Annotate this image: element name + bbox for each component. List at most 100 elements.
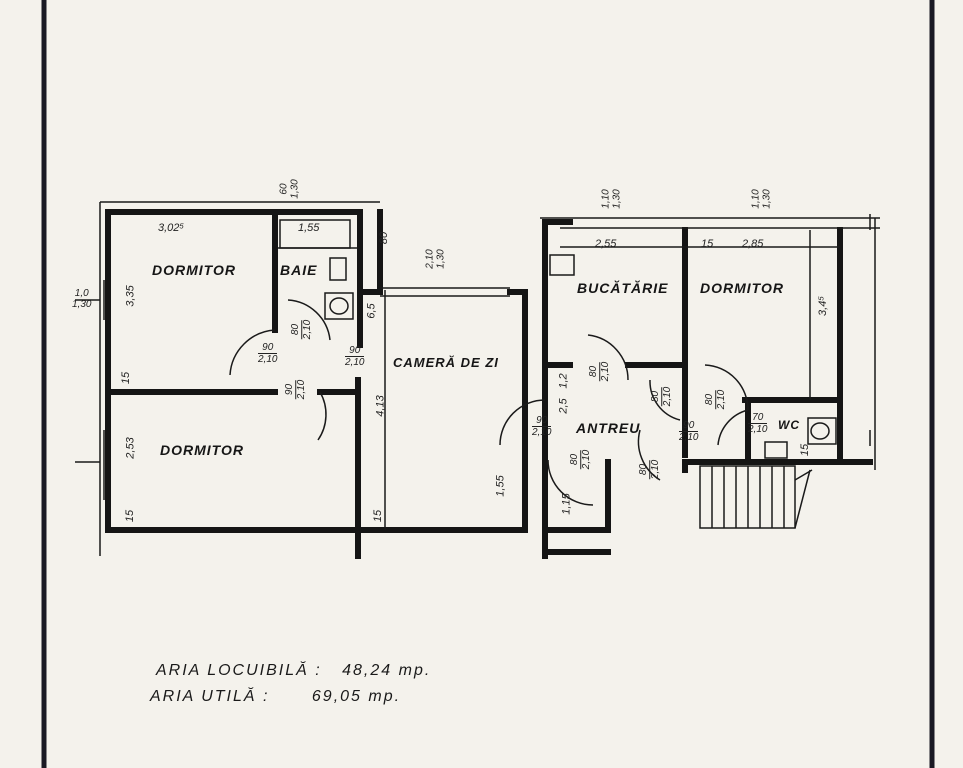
dim-buc-side: 1,2 <box>557 373 570 389</box>
dim-wall-15-camera: 15 <box>372 509 385 523</box>
door-height: 2,10 <box>532 427 552 438</box>
door-label: 80 2,10 <box>569 449 593 470</box>
room-label-dormitor-top-left: DORMITOR <box>152 262 236 278</box>
dim-dormitor-right-width: 2,85 <box>742 238 764 250</box>
door-arc-7 <box>637 429 661 481</box>
dim-antreu-side: 2,5 <box>557 398 570 414</box>
window-label-dormitor: 1,10 1,30 <box>750 189 773 209</box>
door-width: 80 <box>569 449 582 470</box>
door-height: 2,10 <box>345 357 365 368</box>
door-height: 2,10 <box>650 459 662 480</box>
dim-baie-80: 80 <box>378 231 391 245</box>
dim-dormitor-right-height: 3,4⁵ <box>816 296 829 316</box>
walls <box>105 209 873 559</box>
door-arc-8 <box>649 379 681 421</box>
door-height: 2,10 <box>581 449 593 470</box>
door-height: 2,10 <box>302 319 314 340</box>
door-height: 2,10 <box>258 354 278 365</box>
door-arc-9 <box>704 364 749 411</box>
area-locuibila: ARIA LOCUIBILĂ : 48,24 mp. <box>156 662 431 680</box>
bathtub <box>279 219 351 249</box>
door-width: 90 <box>284 379 297 400</box>
door-label: 70 2,10 <box>748 412 768 435</box>
door-label: 90 2,10 <box>345 345 365 368</box>
door-height: 2,10 <box>679 432 699 443</box>
area-utila-label: ARIA UTILĂ : <box>150 688 270 705</box>
wc-sink <box>764 441 788 459</box>
wc-toilet-bowl <box>810 422 830 440</box>
door-label: 80 2,10 <box>290 319 314 340</box>
baie-sink <box>329 257 347 281</box>
door-width: 80 <box>704 389 717 410</box>
dim-baie-width: 1,55 <box>298 222 320 234</box>
door-arc-3 <box>287 299 331 341</box>
dim-dormitor-height: 3,35 <box>124 285 137 307</box>
door-width: 70 <box>748 412 768 424</box>
room-label-camera-de-zi: CAMERĂ DE ZI <box>393 355 499 370</box>
room-label-wc: WC <box>778 418 800 432</box>
stair-arrow <box>794 469 813 481</box>
dim-wall-15-wc: 15 <box>799 443 812 457</box>
dim-camera-height: 4,13 <box>374 395 387 417</box>
door-width: 90 <box>679 420 699 432</box>
door-arc-4 <box>499 399 546 446</box>
area-locuibila-value: 48,24 mp. <box>342 662 432 679</box>
door-width: 90 <box>532 415 552 427</box>
area-locuibila-label: ARIA LOCUIBILĂ : <box>156 662 322 679</box>
door-width: 80 <box>650 386 663 407</box>
dim-wall-15-left: 15 <box>120 371 133 385</box>
dim-bucatarie-width: 2,55 <box>595 238 617 250</box>
baie-toilet <box>324 292 354 320</box>
dim-dormitor-bottom-height: 2,53 <box>124 437 137 459</box>
dim-antreu-height: 1,55 <box>494 475 507 497</box>
window-label-left: 1,0 1,30 <box>72 288 92 310</box>
dim-wall-15-bottom-left: 15 <box>124 509 137 523</box>
door-label: 80 2,10 <box>638 459 662 480</box>
door-arc-2 <box>317 391 327 441</box>
door-height: 2,10 <box>716 389 728 410</box>
room-label-baie: BAIE <box>280 262 318 278</box>
door-height: 2,10 <box>296 379 308 400</box>
door-label: 90 2,10 <box>284 379 308 400</box>
room-label-dormitor-bottom-left: DORMITOR <box>160 442 244 458</box>
dim-baie-65: 6,5 <box>365 303 378 319</box>
door-width: 90 <box>258 342 278 354</box>
dim-dormitor-width: 3,02⁵ <box>158 222 185 234</box>
door-width: 80 <box>638 459 651 480</box>
door-label: 80 2,10 <box>588 361 612 382</box>
door-label: 90 2,10 <box>679 420 699 443</box>
window-label-bucatarie: 1,10 1,30 <box>600 189 623 209</box>
wall-top-left <box>105 209 383 295</box>
stair-diagonal <box>794 469 811 529</box>
door-label: 90 2,10 <box>532 415 552 438</box>
dim-antreu-bottom: 1,15 <box>560 493 573 515</box>
window-label-baie: 60 1,30 <box>278 179 301 199</box>
door-arc-6 <box>547 459 594 506</box>
door-arc-1 <box>229 329 276 376</box>
door-width: 90 <box>345 345 365 357</box>
baie-toilet-bowl <box>329 297 349 315</box>
dim-wall-15-top: 15 <box>701 238 714 250</box>
window-label-camera: 2,10 1,30 <box>424 249 447 269</box>
door-width: 80 <box>588 361 601 382</box>
wc-toilet <box>807 417 837 445</box>
area-utila-value: 69,05 mp. <box>311 688 402 705</box>
door-height: 2,10 <box>600 361 612 382</box>
room-label-bucatarie: BUCĂTĂRIE <box>577 280 669 296</box>
door-height: 2,10 <box>748 424 768 435</box>
kitchen-sink <box>549 254 575 276</box>
door-width: 80 <box>290 319 303 340</box>
door-label: 80 2,10 <box>704 389 728 410</box>
area-utila: ARIA UTILĂ : 69,05 mp. <box>150 688 401 706</box>
door-height: 2,10 <box>662 386 674 407</box>
door-label: 80 2,10 <box>650 386 674 407</box>
door-label: 90 2,10 <box>258 342 278 365</box>
door-arc-10 <box>717 409 749 446</box>
room-label-dormitor-right: DORMITOR <box>700 280 784 296</box>
door-arc-5 <box>587 334 629 381</box>
room-label-antreu: ANTREU <box>576 420 641 436</box>
thin-lines <box>75 201 880 556</box>
